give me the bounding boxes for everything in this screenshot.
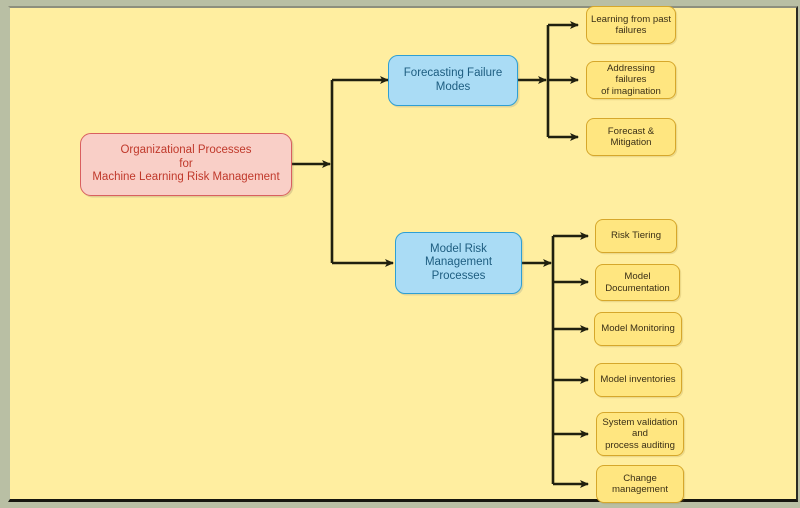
leaf-model-inventories[interactable]: Model inventories bbox=[594, 363, 682, 397]
leaf-model-documentation-label: Model Documentation bbox=[605, 271, 670, 294]
node-model-risk-management-processes-label: Model Risk Management Processes bbox=[424, 242, 493, 282]
leaf-addressing-failures-of-imagination-label: Addressing failures of imagination bbox=[601, 63, 661, 97]
leaf-forecast-and-mitigation[interactable]: Forecast & Mitigation bbox=[586, 118, 676, 156]
leaf-risk-tiering[interactable]: Risk Tiering bbox=[595, 219, 677, 253]
node-organizational-processes-label: Organizational Processes for Machine Lea… bbox=[92, 144, 280, 184]
leaf-model-documentation[interactable]: Model Documentation bbox=[595, 264, 680, 301]
node-organizational-processes[interactable]: Organizational Processes for Machine Lea… bbox=[80, 133, 292, 196]
leaf-model-monitoring[interactable]: Model Monitoring bbox=[594, 312, 682, 346]
node-forecasting-failure-modes-label: Forecasting Failure Modes bbox=[403, 66, 503, 93]
leaf-model-monitoring-label: Model Monitoring bbox=[601, 323, 675, 335]
leaf-change-management-label: Change management bbox=[612, 472, 668, 495]
leaf-system-validation-process-auditing-label: System validation and process auditing bbox=[602, 417, 678, 451]
leaf-model-inventories-label: Model inventories bbox=[600, 374, 676, 386]
node-model-risk-management-processes[interactable]: Model Risk Management Processes bbox=[395, 232, 522, 294]
leaf-learning-from-past-failures[interactable]: Learning from past failures bbox=[586, 6, 676, 44]
leaf-addressing-failures-of-imagination[interactable]: Addressing failures of imagination bbox=[586, 61, 676, 99]
leaf-risk-tiering-label: Risk Tiering bbox=[610, 230, 662, 242]
leaf-forecast-and-mitigation-label: Forecast & Mitigation bbox=[607, 125, 655, 148]
leaf-system-validation-process-auditing[interactable]: System validation and process auditing bbox=[596, 412, 684, 456]
leaf-learning-from-past-failures-label: Learning from past failures bbox=[591, 13, 671, 36]
node-forecasting-failure-modes[interactable]: Forecasting Failure Modes bbox=[388, 55, 518, 106]
leaf-change-management[interactable]: Change management bbox=[596, 465, 684, 503]
